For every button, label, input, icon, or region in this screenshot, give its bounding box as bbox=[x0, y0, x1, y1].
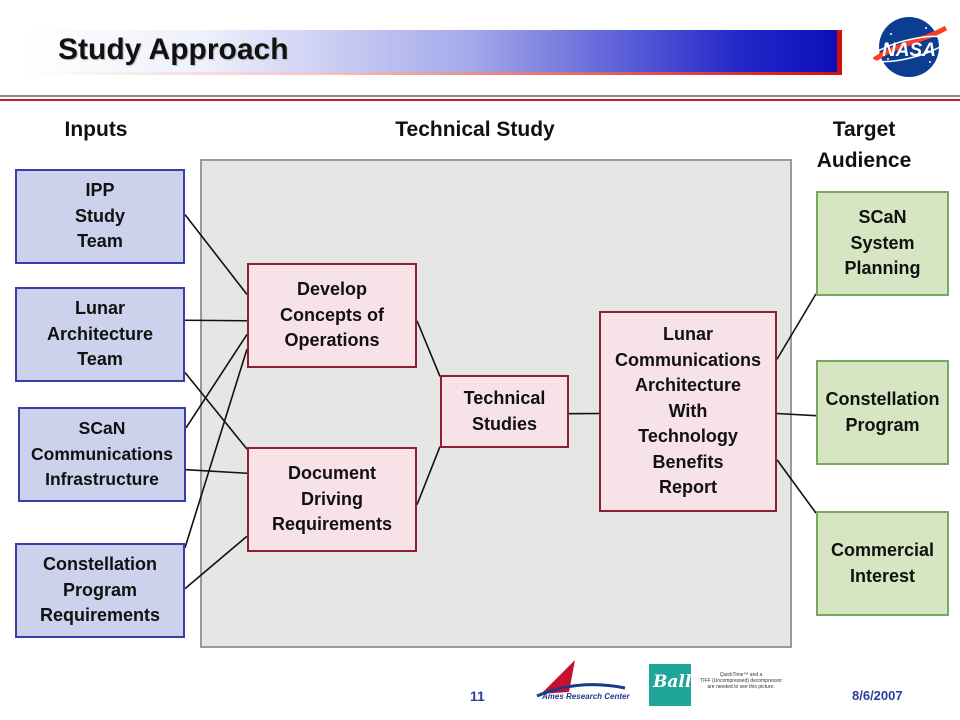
ball-logo-text: Ball bbox=[653, 672, 692, 692]
target-constellation-program: Constellation Program bbox=[816, 360, 949, 465]
connector-lunar-arch-to-document-reqs bbox=[184, 371, 248, 450]
connector-develop-conops-to-tech-studies bbox=[416, 320, 441, 377]
process-document-driving-requirements: Document Driving Requirements bbox=[247, 447, 417, 552]
title-bar: Study Approach bbox=[24, 30, 842, 75]
process-lunar-communications-report: Lunar Communications Architecture With T… bbox=[599, 311, 777, 512]
header-technical-study: Technical Study bbox=[395, 118, 555, 141]
connector-ipp-to-develop-conops bbox=[184, 214, 248, 295]
target-commercial-interest: Commercial Interest bbox=[816, 511, 949, 616]
connector-cx-reqs-to-document-reqs bbox=[184, 535, 248, 590]
divider-line bbox=[0, 95, 960, 97]
ames-logo bbox=[536, 660, 626, 698]
process-develop-concepts-of-operations: Develop Concepts of Operations bbox=[247, 263, 417, 368]
input-constellation-program-requirements: Constellation Program Requirements bbox=[15, 543, 185, 638]
svg-text:NASA: NASA bbox=[882, 40, 936, 61]
input-lunar-architecture-team: Lunar Architecture Team bbox=[15, 287, 185, 382]
slide-date: 8/6/2007 bbox=[852, 688, 903, 703]
connector-lunar-arch-to-develop-conops bbox=[184, 319, 248, 322]
header-inputs: Inputs bbox=[64, 118, 128, 141]
connector-report-to-constellation bbox=[776, 412, 817, 417]
input-ipp-study-team: IPP Study Team bbox=[15, 169, 185, 264]
ames-research-center-label: Ames Research Center bbox=[542, 692, 630, 701]
target-scan-system-planning: SCaN System Planning bbox=[816, 191, 949, 296]
divider-line-red bbox=[0, 99, 960, 101]
connector-document-reqs-to-tech-studies bbox=[416, 446, 441, 506]
page-number: 11 bbox=[470, 688, 485, 704]
connector-scan-infra-to-document-reqs bbox=[185, 468, 248, 475]
input-scan-communications-infrastructure: SCaN Communications Infrastructure bbox=[18, 407, 186, 502]
ball-logo bbox=[649, 664, 691, 706]
nasa-logo: NASA bbox=[871, 17, 948, 77]
connector-cx-reqs-to-develop-conops bbox=[184, 348, 248, 548]
header-target-audience: Target Audience bbox=[816, 118, 912, 172]
slide-title: Study Approach bbox=[58, 33, 289, 66]
connector-scan-infra-to-develop-conops bbox=[185, 333, 248, 429]
quicktime-placeholder: QuickTime™ and a TIFF (Uncompressed) dec… bbox=[700, 672, 782, 690]
process-technical-studies: Technical Studies bbox=[440, 375, 569, 448]
connector-report-to-scan-planning bbox=[776, 293, 817, 360]
connector-report-to-commercial bbox=[776, 459, 817, 514]
